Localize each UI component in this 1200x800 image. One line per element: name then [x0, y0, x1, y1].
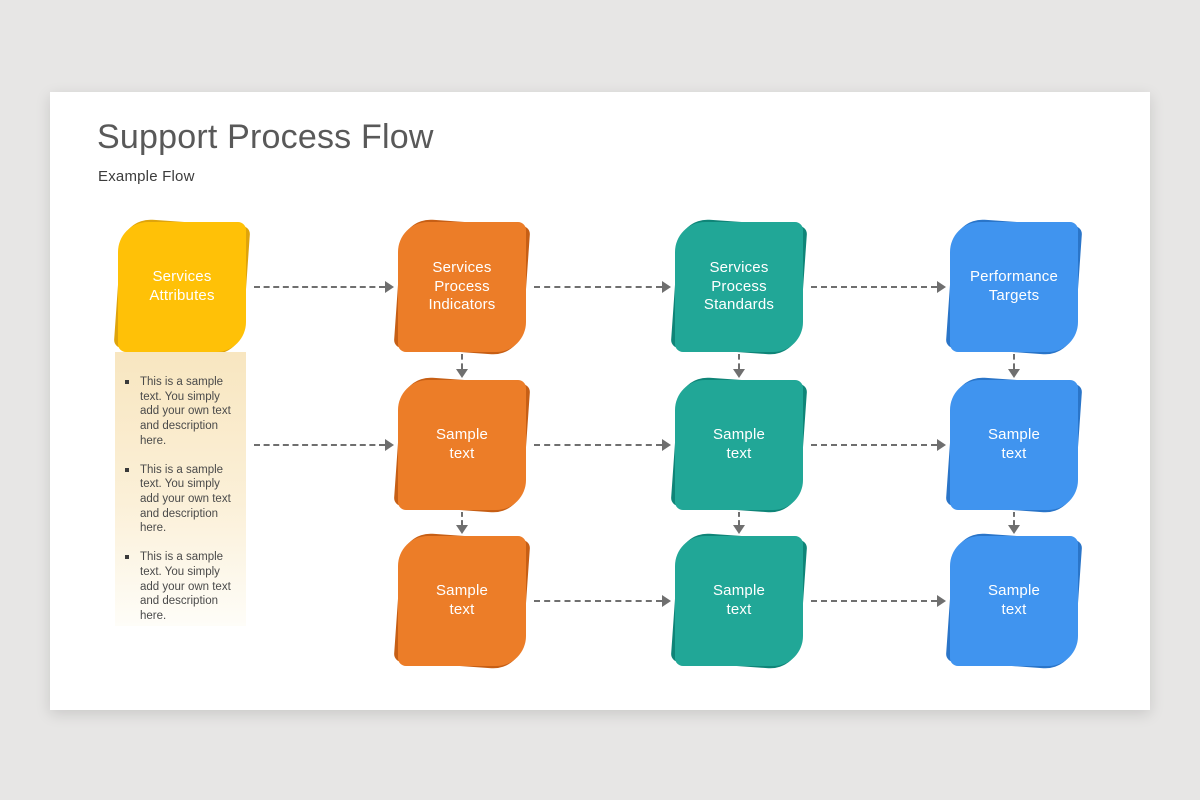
notes-panel: This is a sample text. You simply add yo… — [115, 352, 246, 626]
arrow-row2-col3-col4[interactable] — [811, 439, 946, 451]
bullet-square-icon — [125, 555, 129, 560]
node-sample-text-orange-row2[interactable]: Sample text — [393, 375, 531, 515]
arrow-col3-row2-row3[interactable] — [733, 512, 745, 534]
arrow-col4-row2-row3[interactable] — [1008, 512, 1020, 534]
node-sample-text-teal-row2[interactable]: Sample text — [670, 375, 808, 515]
arrow-col2-row1-row2[interactable] — [456, 354, 468, 378]
note-text: This is a sample text. You simply add yo… — [140, 551, 231, 623]
node-label: Services Process Indicators — [428, 258, 496, 314]
arrow-row3-col3-col4[interactable] — [811, 595, 946, 607]
node-face: Sample text — [950, 380, 1078, 510]
page-subtitle: Example Flow — [98, 168, 195, 185]
list-item: This is a sample text. You simply add yo… — [121, 550, 238, 624]
node-performance-targets[interactable]: Performance Targets — [945, 217, 1083, 357]
node-sample-text-blue-row2[interactable]: Sample text — [945, 375, 1083, 515]
node-sample-text-blue-row3[interactable]: Sample text — [945, 531, 1083, 671]
node-face: Sample text — [675, 536, 803, 666]
node-label: Services Process Standards — [703, 258, 775, 314]
list-item: This is a sample text. You simply add yo… — [121, 463, 238, 537]
node-label: Sample text — [435, 582, 489, 618]
notes-bullet-list: This is a sample text. You simply add yo… — [121, 375, 238, 624]
node-label: Services Attributes — [149, 268, 215, 304]
arrow-row2-col2-col3[interactable] — [534, 439, 671, 451]
note-text: This is a sample text. You simply add yo… — [140, 463, 231, 535]
node-face: Services Process Standards — [675, 222, 803, 352]
node-services-process-standards[interactable]: Services Process Standards — [670, 217, 808, 357]
arrow-row2-panel-col2[interactable] — [254, 439, 394, 451]
node-sample-text-orange-row3[interactable]: Sample text — [393, 531, 531, 671]
slide: Support Process Flow Example Flow Servic… — [50, 92, 1150, 710]
arrow-col4-row1-row2[interactable] — [1008, 354, 1020, 378]
note-text: This is a sample text. You simply add yo… — [140, 376, 231, 447]
page-title: Support Process Flow — [97, 118, 434, 156]
arrow-col2-row2-row3[interactable] — [456, 512, 468, 534]
bullet-square-icon — [125, 467, 129, 472]
node-face: Services Process Indicators — [398, 222, 526, 352]
node-face: Sample text — [398, 380, 526, 510]
node-sample-text-teal-row3[interactable]: Sample text — [670, 531, 808, 671]
arrow-row1-col3-col4[interactable] — [811, 281, 946, 293]
node-label: Sample text — [987, 426, 1041, 462]
arrow-col3-row1-row2[interactable] — [733, 354, 745, 378]
node-label: Performance Targets — [969, 268, 1059, 304]
arrow-row1-col1-col2[interactable] — [254, 281, 394, 293]
bullet-square-icon — [125, 380, 129, 384]
node-services-process-indicators[interactable]: Services Process Indicators — [393, 217, 531, 357]
node-face: Services Attributes — [118, 222, 246, 352]
node-services-attributes[interactable]: Services Attributes — [113, 217, 251, 357]
node-label: Sample text — [987, 582, 1041, 618]
node-face: Sample text — [398, 536, 526, 666]
node-face: Sample text — [950, 536, 1078, 666]
node-label: Sample text — [712, 582, 766, 618]
arrow-row1-col2-col3[interactable] — [534, 281, 671, 293]
arrow-row3-col2-col3[interactable] — [534, 595, 671, 607]
list-item: This is a sample text. You simply add yo… — [121, 375, 238, 449]
node-label: Sample text — [712, 426, 766, 462]
node-face: Performance Targets — [950, 222, 1078, 352]
node-label: Sample text — [435, 426, 489, 462]
node-face: Sample text — [675, 380, 803, 510]
